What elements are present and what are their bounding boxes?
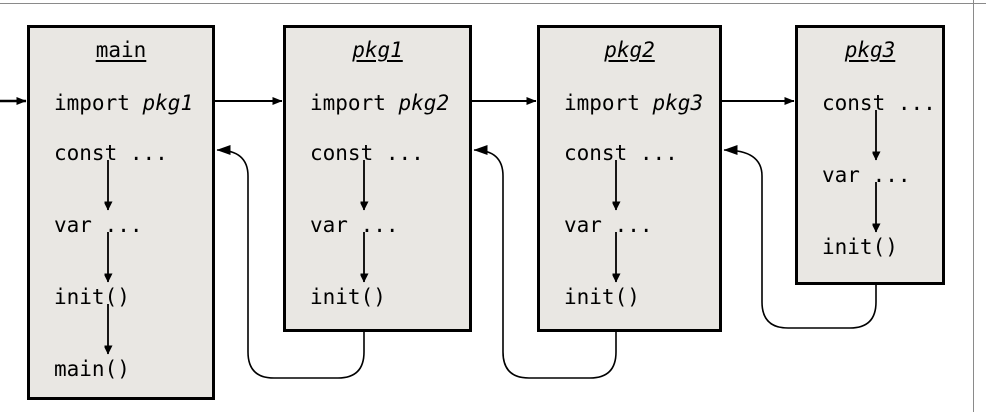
line-text: import xyxy=(54,91,143,115)
page-rule-right xyxy=(973,0,974,412)
package-line-main-const: const ... xyxy=(54,143,168,164)
page-rule-top xyxy=(0,3,986,4)
package-line-pkg2-const: const ... xyxy=(564,143,678,164)
line-text: const ... xyxy=(822,91,936,115)
package-line-pkg2-import: import pkg3 xyxy=(564,93,703,114)
line-emphasis-package-name: pkg2 xyxy=(398,91,450,115)
line-text: main() xyxy=(54,357,130,381)
package-line-main-init: init() xyxy=(54,287,130,308)
line-text: var ... xyxy=(54,213,143,237)
line-emphasis-package-name: pkg3 xyxy=(652,91,704,115)
line-text: const ... xyxy=(310,141,424,165)
package-line-pkg1-const: const ... xyxy=(310,143,424,164)
package-line-main-main: main() xyxy=(54,359,130,380)
package-line-pkg3-const: const ... xyxy=(822,93,936,114)
line-text: init() xyxy=(310,285,386,309)
line-text: import xyxy=(564,91,653,115)
package-line-pkg1-import: import pkg2 xyxy=(310,93,449,114)
package-line-pkg2-var: var ... xyxy=(564,215,653,236)
package-line-main-var: var ... xyxy=(54,215,143,236)
line-text: const ... xyxy=(54,141,168,165)
line-text: var ... xyxy=(564,213,653,237)
line-text: const ... xyxy=(564,141,678,165)
line-text: init() xyxy=(54,285,130,309)
package-box-pkg3[interactable]: pkg3 const ... var ... init() xyxy=(795,25,945,285)
package-line-pkg1-var: var ... xyxy=(310,215,399,236)
package-line-pkg2-init: init() xyxy=(564,287,640,308)
package-line-pkg1-init: init() xyxy=(310,287,386,308)
package-title-pkg3: pkg3 xyxy=(844,38,896,62)
line-text: init() xyxy=(822,235,898,259)
package-line-pkg3-init: init() xyxy=(822,237,898,258)
package-title-pkg2: pkg2 xyxy=(604,38,655,62)
package-line-pkg3-var: var ... xyxy=(822,165,911,186)
package-box-pkg2[interactable]: pkg2 import pkg3 const ... var ... init() xyxy=(537,25,722,332)
package-title-pkg1: pkg1 xyxy=(352,38,403,62)
package-box-main[interactable]: main import pkg1 const ... var ... init() mai… xyxy=(27,25,215,400)
line-text: init() xyxy=(564,285,640,309)
line-text: import xyxy=(310,91,399,115)
package-title-main: main xyxy=(95,38,147,62)
line-text: var ... xyxy=(310,213,399,237)
line-text: var ... xyxy=(822,163,911,187)
package-box-pkg1[interactable]: pkg1 import pkg2 const ... var ... init() xyxy=(283,25,472,332)
package-line-main-import: import pkg1 xyxy=(54,93,193,114)
line-emphasis-package-name: pkg1 xyxy=(142,91,194,115)
